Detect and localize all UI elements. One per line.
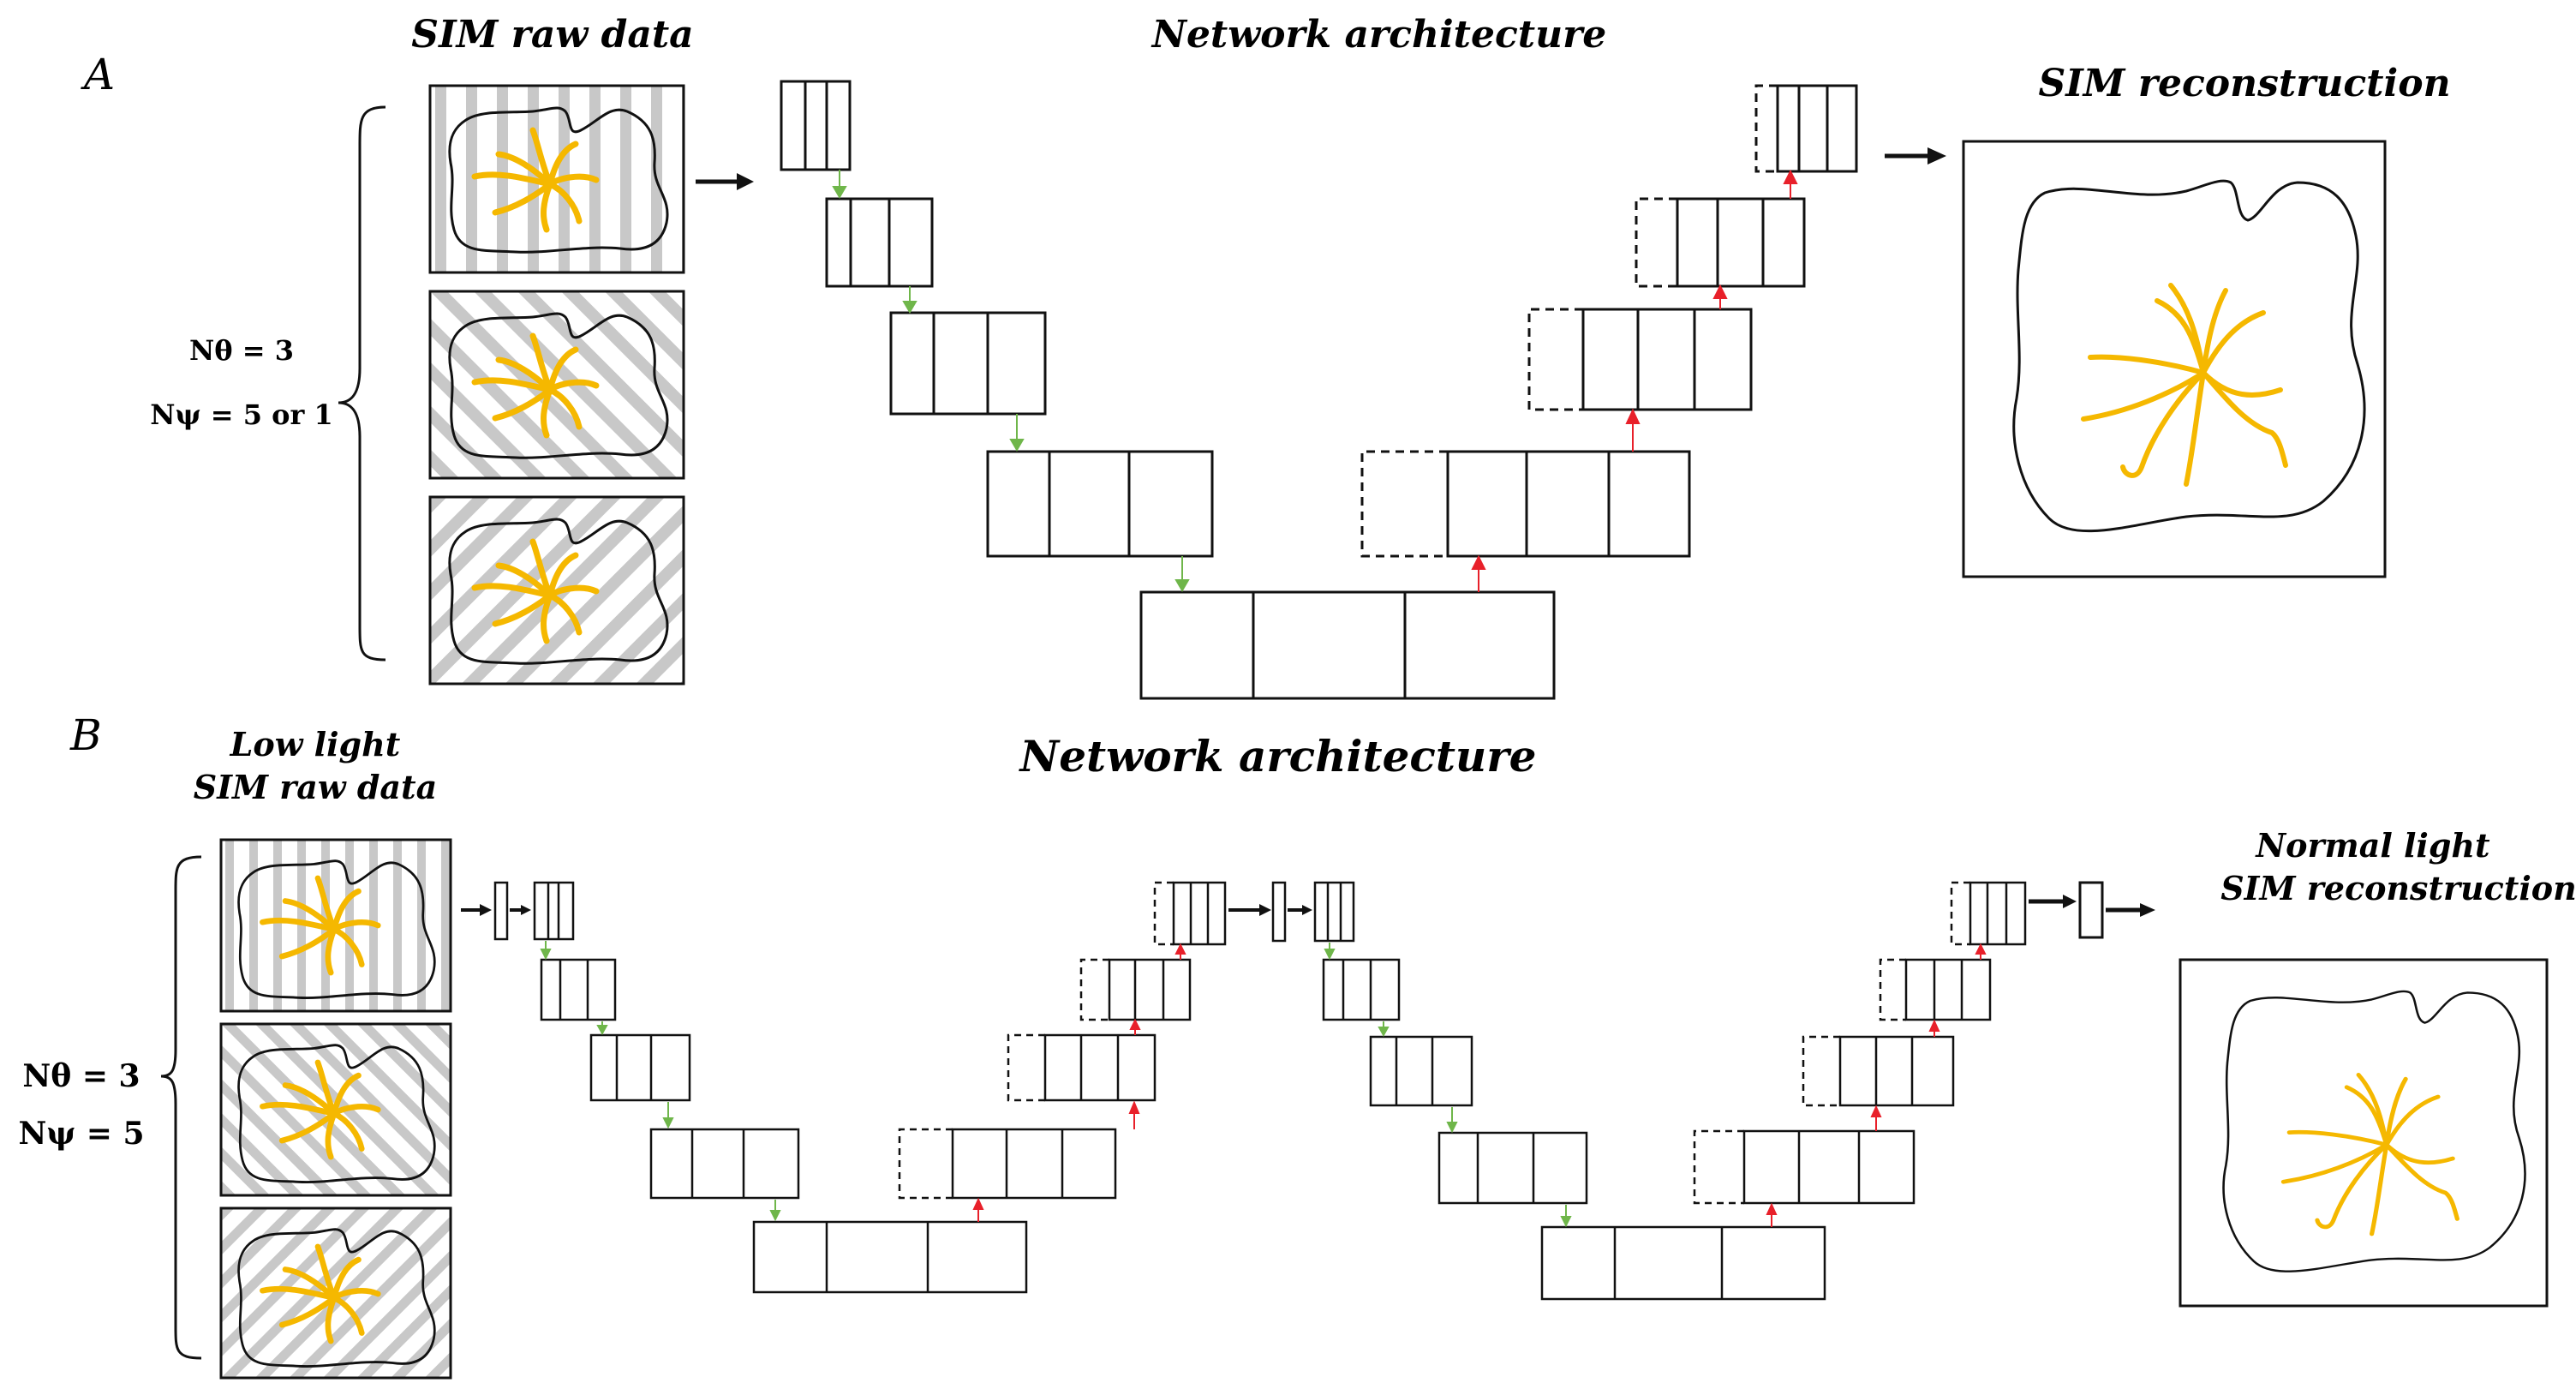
panel-a-brace xyxy=(338,105,386,662)
panel-b-recon-title-line1: Normal light xyxy=(2255,826,2490,865)
low-light-raw-image-2 xyxy=(219,1022,452,1197)
panel-b-reconstruction-image xyxy=(2179,958,2549,1308)
panel-b-network-title: Network architecture xyxy=(1019,731,1537,781)
raw-image-2 xyxy=(428,290,685,480)
unet-2 xyxy=(1228,881,2155,1301)
encoder-block-1 xyxy=(780,80,852,171)
decoder-block-2 xyxy=(1635,197,1806,288)
panel-a-n-theta: Nθ = 3 xyxy=(189,334,294,367)
panel-b-n-psi: Nψ = 5 xyxy=(18,1116,144,1152)
low-light-raw-image-1 xyxy=(219,838,452,1013)
panel-b-recon-title-line2: SIM reconstruction xyxy=(2220,869,2576,907)
raw-image-1 xyxy=(428,84,685,274)
output-arrow xyxy=(1885,147,1946,165)
unet-1-down-arrows xyxy=(540,941,781,1222)
panel-a-raw-title: SIM raw data xyxy=(411,13,693,57)
encoder-block-3 xyxy=(889,311,1047,416)
encoder-block-2 xyxy=(825,197,934,288)
panel-a-network-title: Network architecture xyxy=(1151,13,1607,57)
panel-b: B Low light SIM raw data Network archite… xyxy=(18,710,2576,1380)
panel-b-brace xyxy=(160,855,202,1360)
decoder-block-4 xyxy=(1360,450,1691,558)
panel-b-n-theta: Nθ = 3 xyxy=(22,1058,140,1094)
decoder-block-1 xyxy=(1754,84,1858,173)
encoder-block-4 xyxy=(986,450,1214,558)
panel-a-reconstruction-image xyxy=(1962,140,2387,578)
raw-image-3 xyxy=(428,495,685,686)
bottleneck-block xyxy=(1139,590,1556,700)
panel-a: A SIM raw data Network architecture SIM … xyxy=(81,13,2451,700)
panel-b-raw-title-line2: SIM raw data xyxy=(194,768,437,806)
decoder-block-3 xyxy=(1527,308,1753,411)
panel-b-raw-title-line1: Low light xyxy=(230,725,401,763)
panel-a-letter: A xyxy=(81,50,115,99)
up-arrows xyxy=(1471,169,1798,592)
panel-a-n-psi: Nψ = 5 or 1 xyxy=(150,398,332,431)
unet-2-up-arrows xyxy=(1766,943,1987,1227)
input-arrow xyxy=(696,173,754,190)
low-light-raw-image-3 xyxy=(219,1206,452,1380)
panel-a-recon-title: SIM reconstruction xyxy=(2038,62,2450,105)
unet-2-down-arrows xyxy=(1324,943,1572,1228)
unet-1-up-arrows xyxy=(972,943,1186,1222)
unet-1 xyxy=(461,881,1227,1294)
down-arrows xyxy=(832,170,1190,592)
panel-b-letter: B xyxy=(69,710,102,760)
